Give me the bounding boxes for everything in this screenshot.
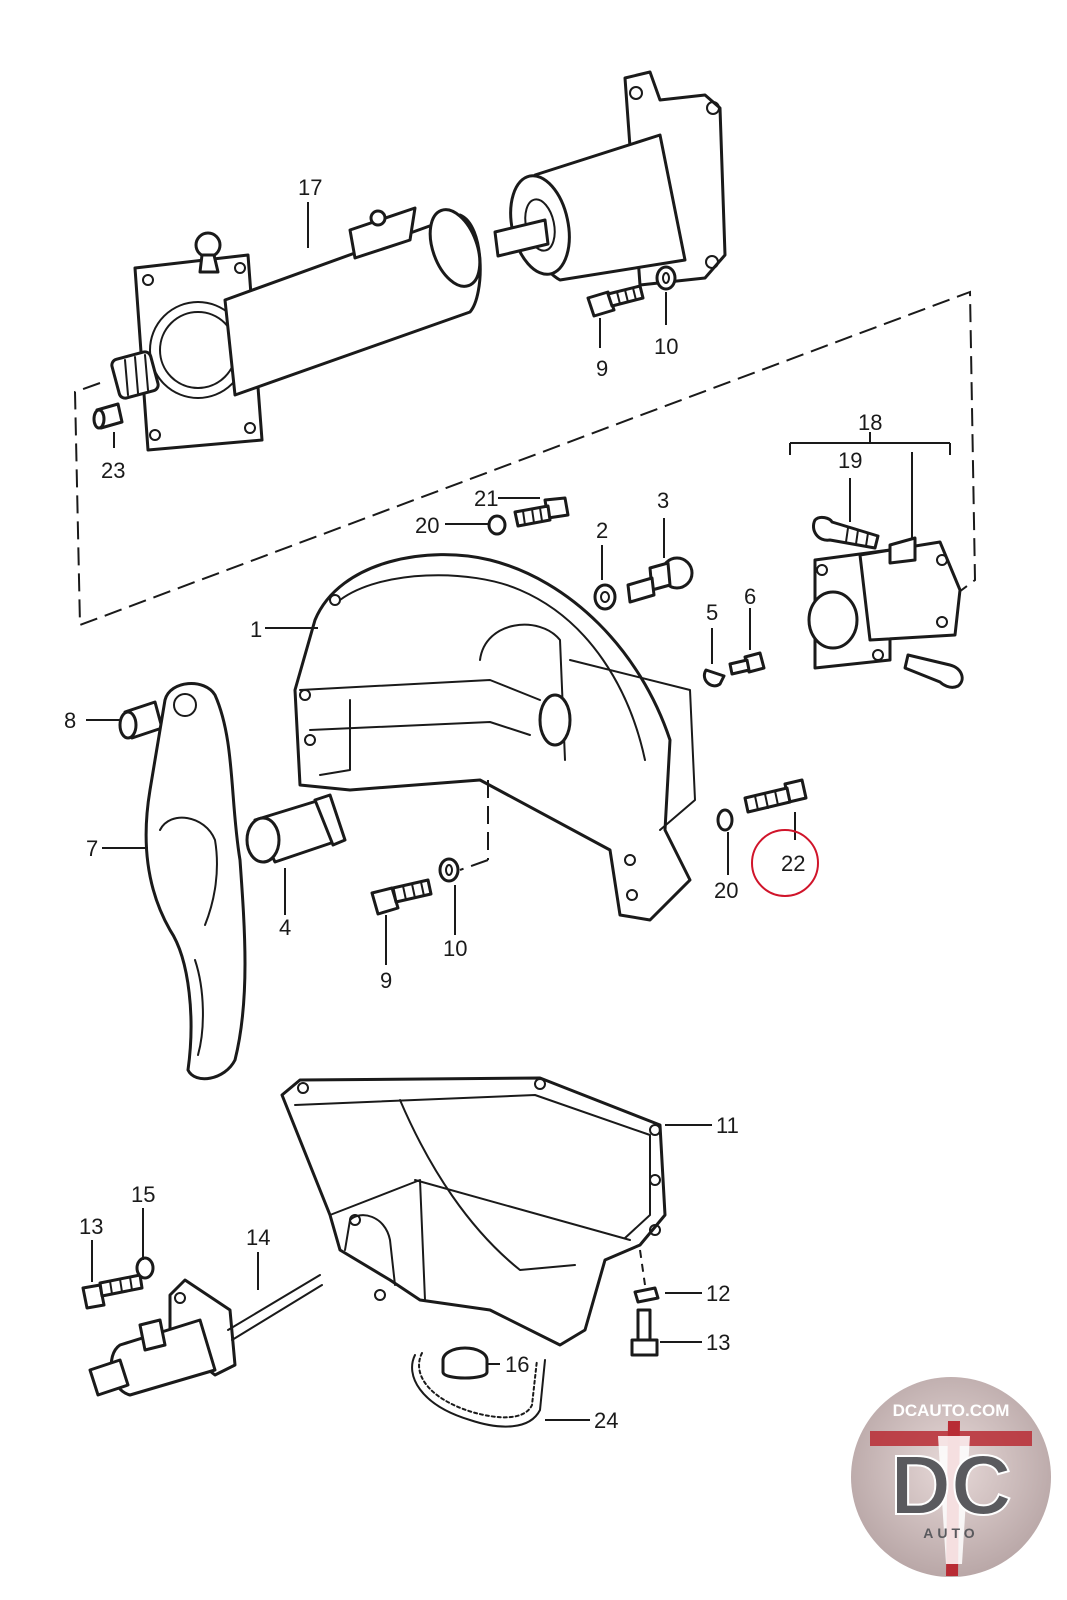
callout-6: 6	[744, 584, 756, 609]
highlight-circle-22	[751, 829, 819, 897]
washer-2	[593, 583, 617, 611]
bolt-13-left	[81, 1273, 144, 1310]
slave-cylinder-14	[88, 1274, 323, 1397]
bushing-8	[118, 700, 164, 740]
callout-labels: 17 9 10 23 18 19 21 20 2 3 5 6 1 8 7 4 9…	[64, 175, 882, 1433]
dcauto-logo: DCAUTO.COM DC AUTO	[851, 1377, 1051, 1577]
callout-22: 22	[781, 851, 805, 876]
callout-9-lower: 9	[380, 968, 392, 993]
callout-14: 14	[246, 1225, 270, 1250]
ball-stud-3	[626, 556, 694, 604]
callout-12: 12	[706, 1281, 730, 1306]
callout-17: 17	[298, 175, 322, 200]
starter-motor	[110, 206, 482, 452]
callout-3: 3	[657, 488, 669, 513]
callout-13-left: 13	[79, 1214, 103, 1239]
callout-23: 23	[101, 458, 125, 483]
clutch-housing-1	[293, 553, 696, 922]
lower-washer-10	[438, 857, 460, 883]
callout-15: 15	[131, 1182, 155, 1207]
callout-19: 19	[838, 448, 862, 473]
bushing-23	[92, 402, 124, 430]
callout-4: 4	[279, 915, 291, 940]
screw-19-lower	[903, 653, 964, 689]
bolt-13-right	[630, 1308, 659, 1357]
callout-18: 18	[858, 410, 882, 435]
assembly-boundary	[73, 290, 977, 627]
release-fork-7	[144, 682, 247, 1081]
callout-7: 7	[86, 836, 98, 861]
shift-assembly-18	[807, 536, 962, 670]
callout-5: 5	[706, 600, 718, 625]
washer-20-upper	[487, 514, 507, 536]
callout-2: 2	[596, 518, 608, 543]
washer-15	[135, 1256, 155, 1280]
washer-5	[703, 668, 726, 688]
leader-lines	[86, 202, 951, 1421]
callout-20-upper: 20	[415, 513, 439, 538]
callout-16: 16	[505, 1352, 529, 1377]
callout-20-lower: 20	[714, 878, 738, 903]
upper-washer-10	[655, 265, 677, 291]
logo-mark-text: DC	[890, 1438, 1011, 1532]
lower-bolt-9	[370, 878, 433, 916]
seal-16	[441, 1346, 489, 1380]
callout-24: 24	[594, 1408, 618, 1433]
screw-19-upper	[812, 515, 880, 550]
callout-9-upper: 9	[596, 356, 608, 381]
callout-13-right: 13	[706, 1330, 730, 1355]
callout-21: 21	[474, 486, 498, 511]
gasket-24	[411, 1352, 546, 1428]
bolt-21	[513, 496, 570, 528]
callout-8: 8	[64, 708, 76, 733]
bolt-22	[743, 778, 808, 814]
bolt-6	[728, 651, 766, 676]
callout-1: 1	[250, 617, 262, 642]
callout-10-lower: 10	[443, 936, 467, 961]
clip-12	[633, 1286, 660, 1304]
washer-20-lower	[716, 808, 734, 832]
starter-rear-housing	[493, 70, 727, 287]
cover-11	[280, 1076, 667, 1347]
logo-site-text: DCAUTO.COM	[893, 1401, 1010, 1420]
guide-tube-4	[245, 793, 347, 864]
logo-tagline-text: AUTO	[923, 1525, 978, 1541]
callout-10-upper: 10	[654, 334, 678, 359]
callout-11: 11	[716, 1113, 739, 1138]
upper-bolt-9	[586, 284, 645, 318]
